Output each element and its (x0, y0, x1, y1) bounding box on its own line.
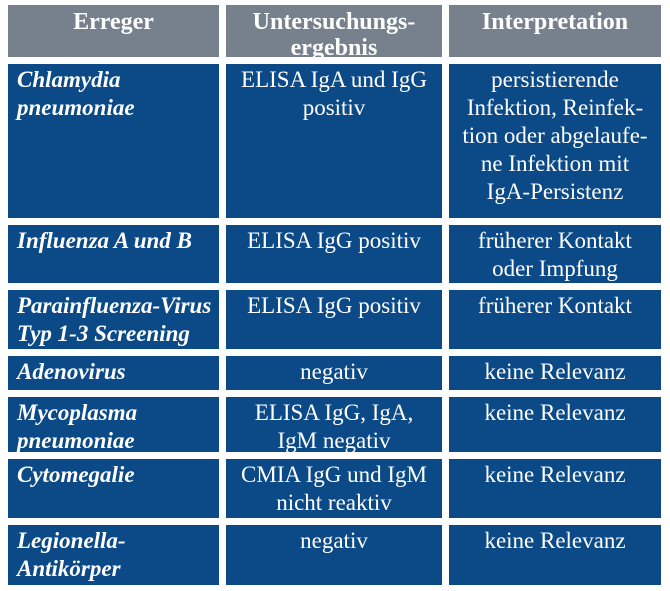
cell-ergebnis-legionella: negativ (226, 525, 442, 585)
cell-erreger-influenza: Influenza A und B (8, 225, 219, 283)
cell-erreger-adenovirus: Adenovirus (8, 356, 219, 390)
header-cell-interpretation: Interpretation (449, 5, 661, 57)
cell-erreger-chlamydia: Chlamydia pneumoniae (8, 64, 219, 218)
cell-ergebnis-mycoplasma: ELISA IgG, IgA, IgM negativ (226, 397, 442, 452)
cell-erreger-legionella: Legionella- Antikörper (8, 525, 219, 585)
cell-ergebnis-chlamydia: ELISA IgA und IgG positiv (226, 64, 442, 218)
header-cell-untersuchungsergebnis: Untersuchungs- ergebnis (226, 5, 442, 57)
cell-ergebnis-influenza: ELISA IgG positiv (226, 225, 442, 283)
cell-erreger-cytomegalie: Cytomegalie (8, 459, 219, 518)
cell-ergebnis-adenovirus: negativ (226, 356, 442, 390)
cell-interpretation-influenza: früherer Kontakt oder Impfung (449, 225, 661, 283)
cell-interpretation-chlamydia: persistierende Infektion, Reinfek- tion … (449, 64, 661, 218)
cell-interpretation-parainfluenza: früherer Kontakt (449, 290, 661, 349)
cell-ergebnis-parainfluenza: ELISA IgG positiv (226, 290, 442, 349)
cell-interpretation-cytomegalie: keine Relevanz (449, 459, 661, 518)
cell-erreger-parainfluenza: Parainfluenza-Virus Typ 1-3 Screening (8, 290, 219, 349)
cell-erreger-mycoplasma: Mycoplasma pneumoniae (8, 397, 219, 452)
cell-interpretation-adenovirus: keine Relevanz (449, 356, 661, 390)
cell-interpretation-mycoplasma: keine Relevanz (449, 397, 661, 452)
header-cell-erreger: Erreger (8, 5, 219, 57)
cell-ergebnis-cytomegalie: CMIA IgG und IgM nicht reaktiv (226, 459, 442, 518)
cell-interpretation-legionella: keine Relevanz (449, 525, 661, 585)
